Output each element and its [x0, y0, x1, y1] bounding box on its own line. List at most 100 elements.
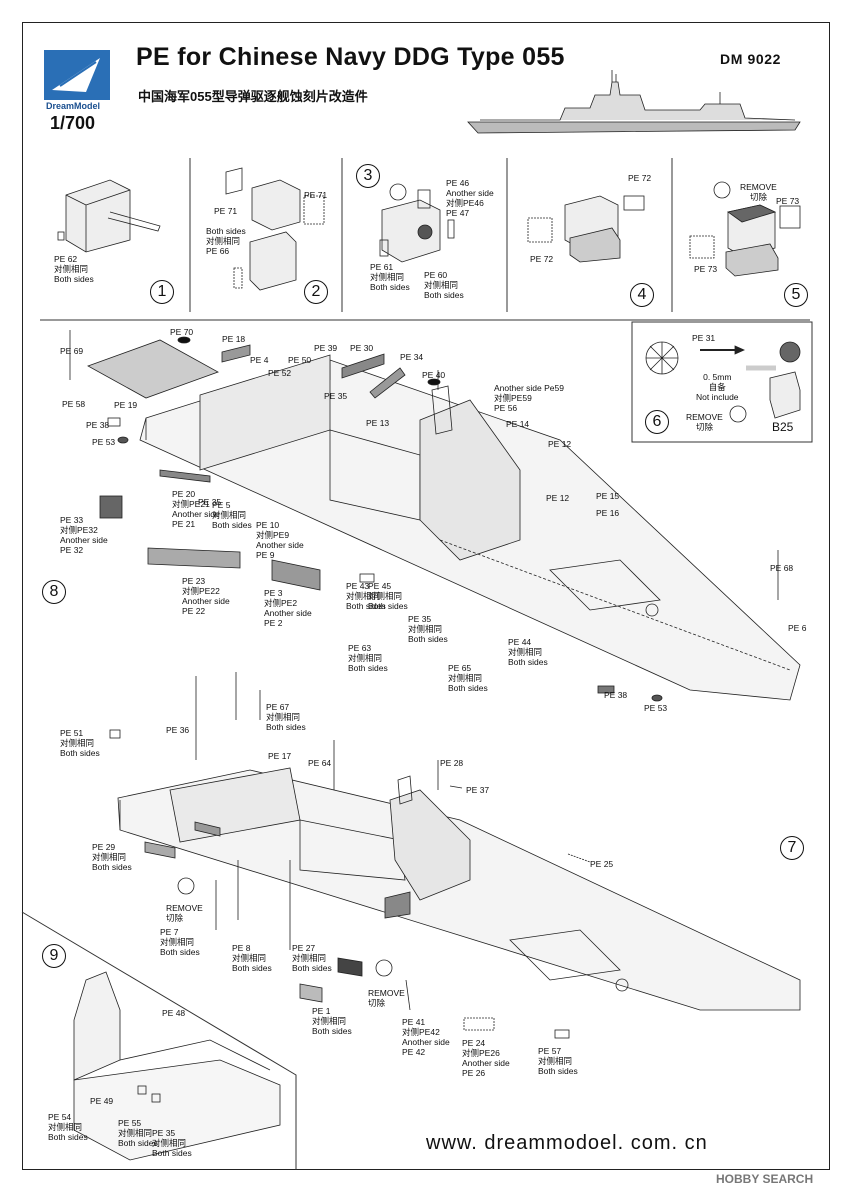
callout-line: PE 52 [268, 368, 292, 378]
callout-line: PE 34 [400, 352, 424, 362]
s8-callout-pe38b: PE 38 [604, 690, 627, 700]
callout-line: PE 5 [212, 500, 231, 510]
callout-line: PE 9 [256, 550, 275, 560]
callout-line: 对侧相同 [368, 591, 403, 601]
callout-line: PE 23 [182, 576, 206, 586]
callout-line: PE 45 [368, 581, 392, 591]
s8-callout-pe69: PE 69 [60, 346, 83, 356]
callout-line: PE 41 [402, 1017, 426, 1027]
callout-line: PE 20 [172, 489, 196, 499]
s7-callout-pe37: PE 37 [466, 785, 489, 795]
callout-line: 对侧相同 [48, 1122, 83, 1132]
step8-ship-hull [139, 354, 801, 701]
callout-line: PE 58 [62, 399, 86, 409]
s8-callout-pe12b: PE 12 [546, 493, 569, 503]
callout-line: PE 65 [448, 663, 472, 673]
s8-callout-pe38a: PE 38 [86, 420, 109, 430]
callout-line: Both sides [152, 1148, 192, 1158]
callout-line: 对侧相同 [118, 1128, 153, 1138]
s8-callout-pe68: PE 68 [770, 563, 793, 573]
callout-line: PE 39 [314, 343, 338, 353]
step-3-number: 3 [356, 164, 380, 188]
callout-line: 对侧相同 [312, 1016, 347, 1026]
callout-line: Both sides [48, 1132, 88, 1142]
callout-line: Both sides [118, 1138, 158, 1148]
s7-callout-pe25: PE 25 [590, 859, 613, 869]
step7-parts [109, 672, 591, 1039]
callout-line: Both sides [212, 520, 252, 530]
callout-line: PE 7 [160, 927, 179, 937]
callout-line: Both sides [448, 683, 488, 693]
callout-line: PE 69 [60, 346, 84, 356]
callout-line: PE 53 [644, 703, 668, 713]
s8-callout-pe34: PE 34 [400, 352, 423, 362]
callout-line: Another side [182, 596, 230, 606]
callout-line: PE 68 [770, 563, 794, 573]
callout-line: Both sides [60, 748, 100, 758]
callout-line: Another side [462, 1058, 510, 1068]
product-code: DM 9022 [720, 51, 782, 67]
s8-callout-pe39: PE 39 [314, 343, 337, 353]
s7-callout-pe64: PE 64 [308, 758, 331, 768]
callout-line: PE 51 [60, 728, 84, 738]
callout-line: PE 54 [48, 1112, 72, 1122]
callout-line: 对侧相同 [266, 712, 301, 722]
callout-line: PE 36 [166, 725, 190, 735]
callout-line: PE 15 [596, 491, 620, 501]
callout-line: PE 53 [92, 437, 116, 447]
step9-bridge-detail [73, 971, 281, 1161]
callout-line: Both sides [346, 601, 386, 611]
callout-line: PE 24 [462, 1038, 486, 1048]
s7-callout-pe36: PE 36 [166, 725, 189, 735]
callout-line: 对侧相同 [538, 1056, 573, 1066]
callout-line: Both sides [266, 722, 306, 732]
callout-line: 对侧PE42 [402, 1027, 440, 1037]
callout-line: PE 19 [114, 400, 138, 410]
callout-line: PE 38 [604, 690, 628, 700]
s8-callout-pe19: PE 19 [114, 400, 137, 410]
callout-line: Both sides [232, 963, 272, 973]
step6-parts [645, 341, 801, 423]
callout-line: 对侧PE2 [264, 598, 298, 608]
s8-callout-pe58: PE 58 [62, 399, 85, 409]
callout-line: PE 32 [60, 545, 84, 555]
callout-line: 对侧相同 [152, 1138, 187, 1148]
step7-ship-hull [117, 767, 801, 1011]
s8-callout-pe70: PE 70 [170, 327, 193, 337]
callout-line: PE 35 [408, 614, 432, 624]
brand-name: DreamModel [46, 101, 101, 111]
callout-line: 对侧PE9 [256, 530, 290, 540]
footer-url: www. dreammodoel. com. cn [426, 1132, 708, 1154]
step-2-number: 2 [304, 280, 328, 304]
callout-line: 对侧相同 [160, 937, 195, 947]
s7-callout-pe28: PE 28 [440, 758, 463, 768]
callout-line: 对侧相同 [212, 510, 247, 520]
callout-line: PE 3 [264, 588, 283, 598]
s8-callout-pe15: PE 15 [596, 491, 619, 501]
dreammodel-logo [44, 50, 110, 100]
s8-callout-pe13: PE 13 [366, 418, 389, 428]
callout-line: PE 57 [538, 1046, 562, 1056]
callout-line: PE 13 [366, 418, 390, 428]
s8-callout-pe6: PE 6 [788, 623, 806, 633]
callout-line: 对侧相同 [60, 738, 95, 748]
callout-line: 对侧相同 [346, 591, 381, 601]
